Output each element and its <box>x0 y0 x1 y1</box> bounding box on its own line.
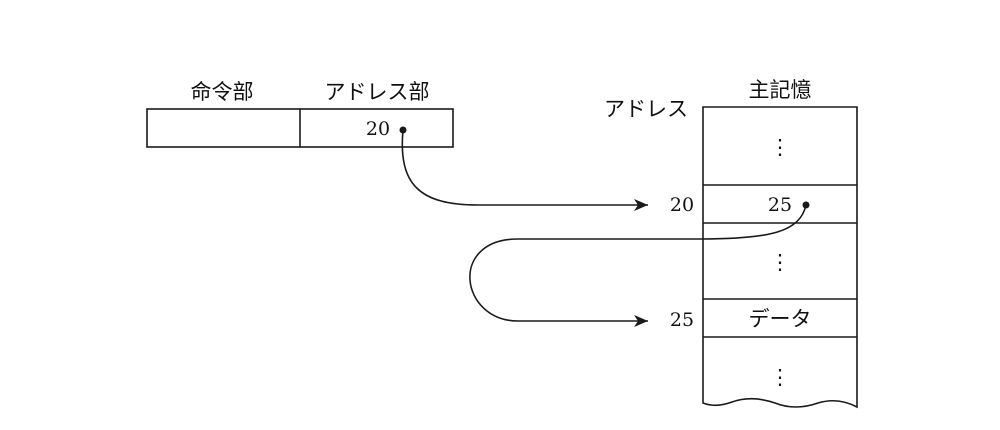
arrowhead-address-20 <box>634 199 648 211</box>
instruction-register <box>146 108 454 148</box>
main-memory <box>702 106 858 409</box>
memory-ellipsis-bottom: ⋮ <box>770 365 791 389</box>
memory-ellipsis-middle: ⋮ <box>770 250 791 274</box>
memory-outline <box>702 106 858 409</box>
arrowhead-address-25 <box>634 315 648 327</box>
memory-ellipsis-top: ⋮ <box>770 135 791 159</box>
memory-cell-content-25: 25 <box>768 194 792 216</box>
memory-header: 主記憶 <box>749 78 812 102</box>
memory-address-25: 25 <box>670 309 694 331</box>
memory-address-20: 20 <box>670 194 694 216</box>
instruction-address-value: 20 <box>366 118 390 140</box>
arrow-content-to-address-25 <box>469 204 807 322</box>
opcode-header: 命令部 <box>191 80 254 104</box>
memory-cell-content-data: データ <box>749 307 812 331</box>
memory-address-label: アドレス <box>604 97 688 121</box>
address-field-header: アドレス部 <box>325 80 430 104</box>
arrow-instruction-to-address-20 <box>401 129 648 206</box>
